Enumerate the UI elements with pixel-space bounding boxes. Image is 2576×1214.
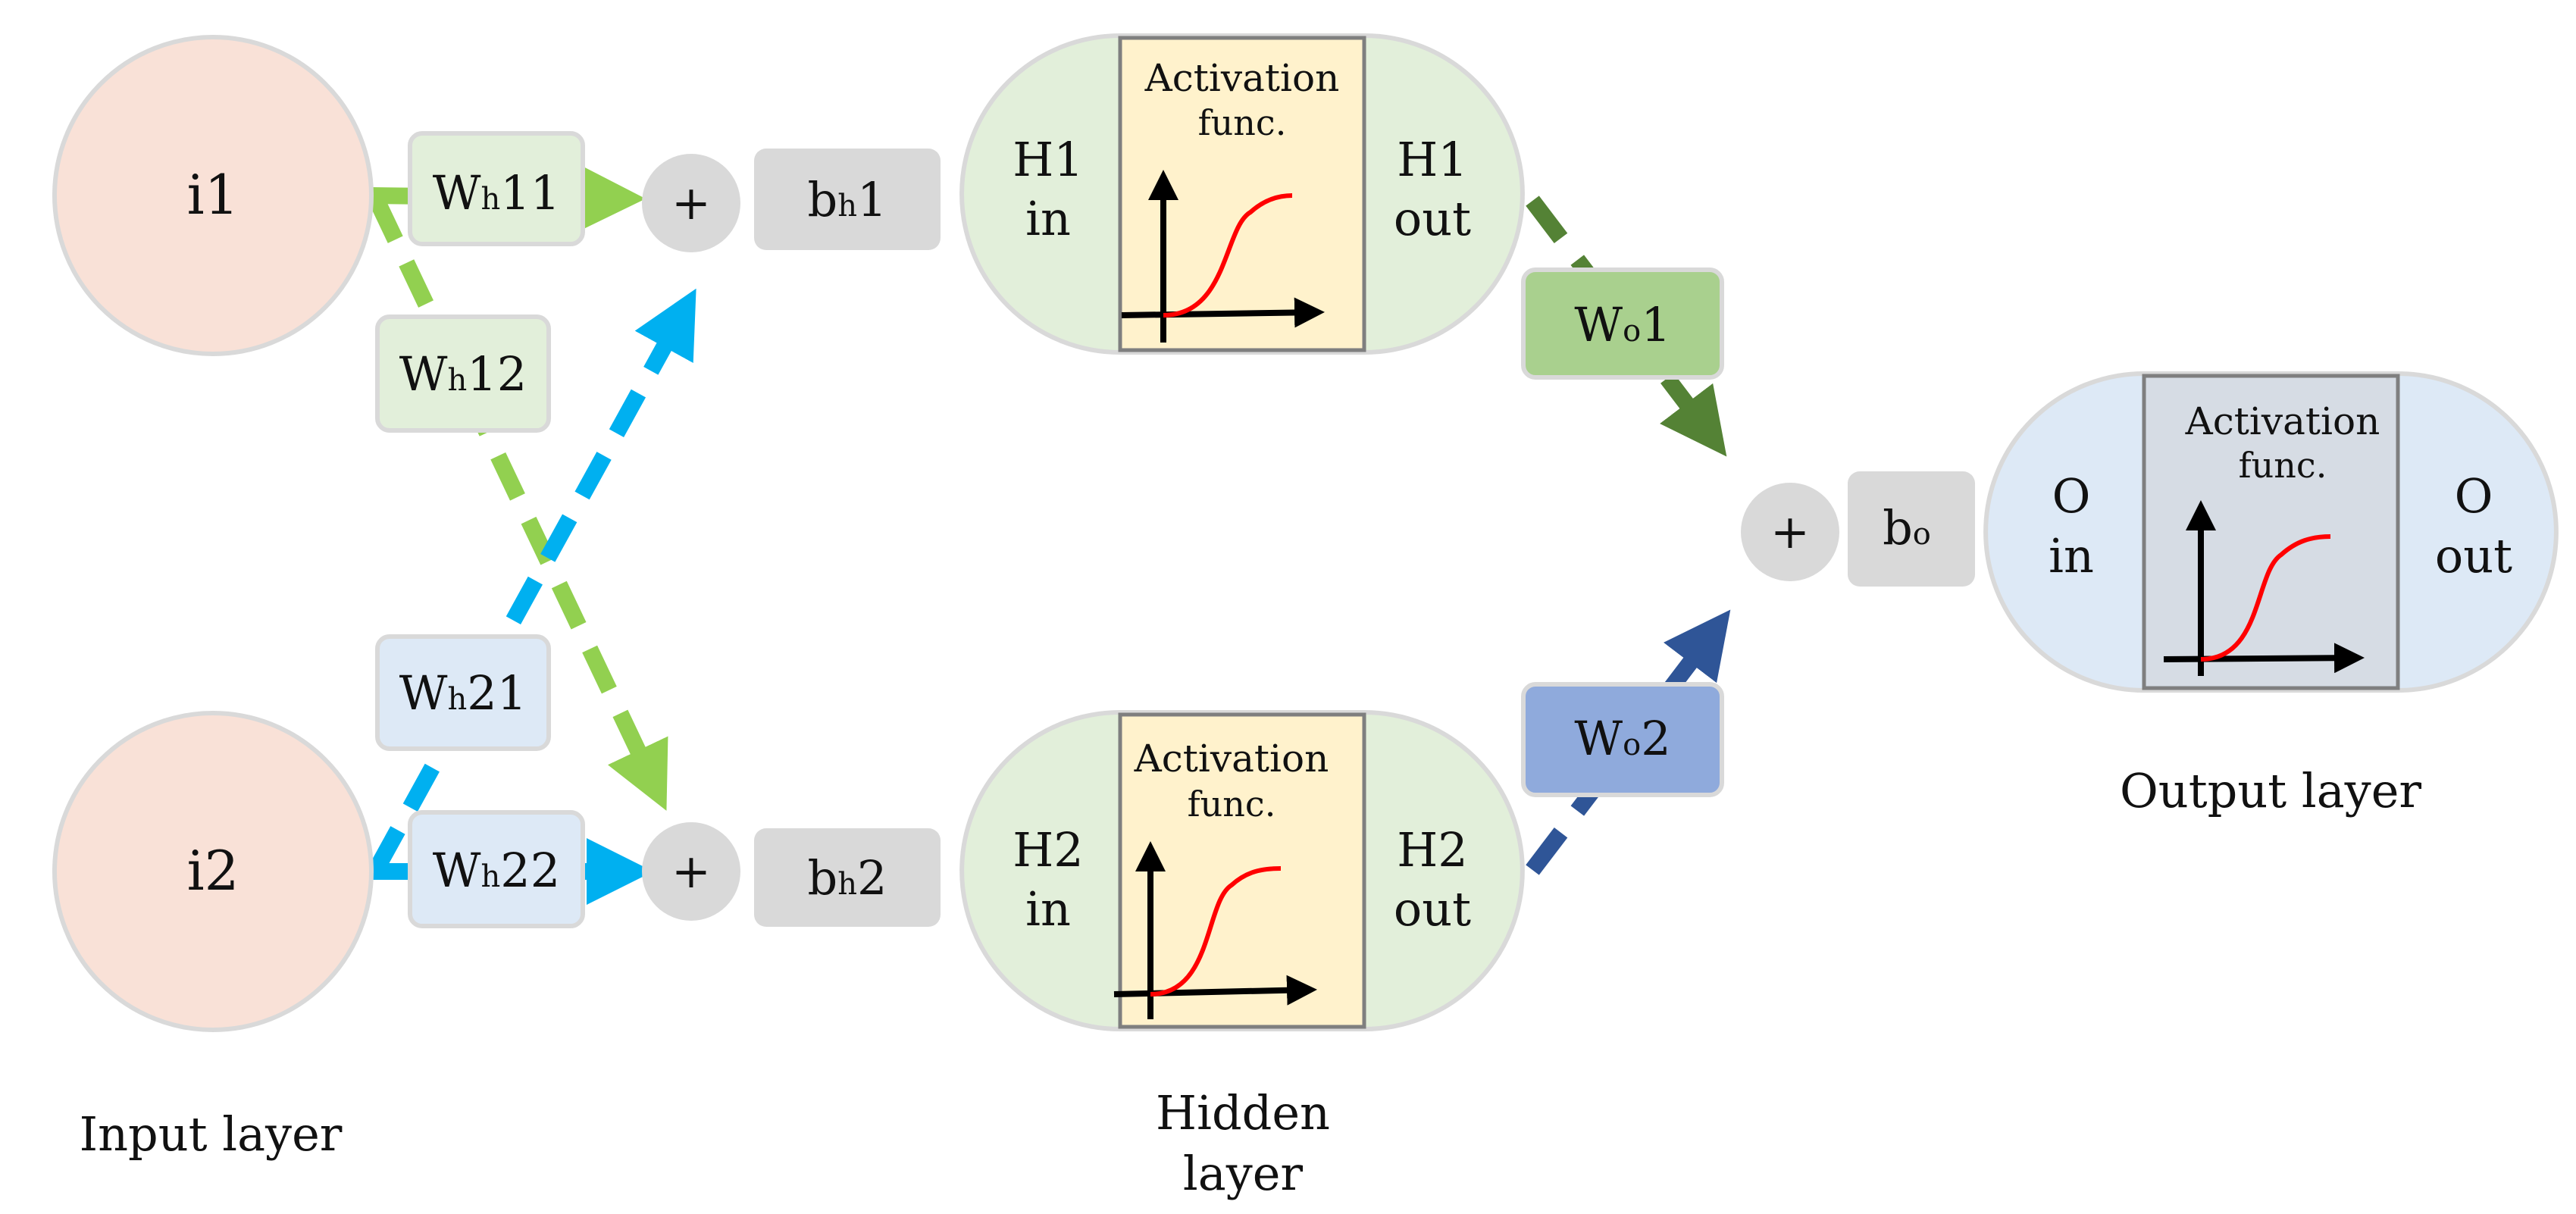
h2-activation-graph [1113,841,1317,1019]
hidden-layer-label-line1: Hidden [1156,1085,1330,1140]
bias-bh1: bh1 [754,149,941,250]
output-out-line2: out [2435,528,2512,584]
weight-wh11-sub: h [481,182,501,217]
h2-sigmoid-curve [1150,866,1282,997]
output-act-line1: Activation [2185,399,2380,443]
svg-text:Wo2: Wo2 [1574,711,1670,766]
h2-act-line2: func. [1188,784,1276,824]
weight-wh22-sub: h [481,859,501,894]
bias-bh2-tail: 2 [857,850,887,906]
bias-bh2: bh2 [754,828,941,927]
output-layer-label: Output layer [2120,763,2421,818]
svg-text:Wh12: Wh12 [399,346,527,402]
output-sigmoid-curve [2200,534,2331,662]
weight-wh22: Wh22 [408,810,585,928]
svg-text:bh1: bh1 [808,172,887,227]
sum-node-h1: + [642,154,740,252]
weight-wo2-tail: 2 [1641,711,1670,766]
input-layer-label: Input layer [80,1106,343,1162]
output-act-line2: func. [2239,445,2327,486]
weight-wo1-base: W [1574,297,1623,352]
h1-activation-graph [1121,170,1325,343]
svg-text:Wh11: Wh11 [433,165,560,221]
weight-wh12: Wh12 [375,314,551,433]
weight-wh11-tail: 11 [500,165,560,221]
weight-wh11-base: W [433,165,481,221]
h2-in-line1: H2 [1013,822,1084,878]
weight-wh22-base: W [433,843,481,898]
sum-symbol-output: + [1770,504,1810,559]
sum-symbol-h1: + [671,175,711,230]
output-neuron: O in Activation func. O out [1983,371,2559,693]
input-label-i1: i1 [187,163,239,227]
weight-wh21-sub: h [448,682,468,717]
weight-wh11: Wh11 [408,131,585,246]
bias-bh1-sub: h [837,189,857,224]
sum-symbol-h2: + [671,843,711,899]
output-in-line2: in [2049,528,2094,584]
output-out-line1: O [2455,468,2493,524]
h1-graph-x-axis [1121,297,1325,328]
bias-bo: bo [1848,471,1975,587]
h1-sigmoid-curve [1163,193,1293,318]
bias-bo-base: b [1883,500,1913,555]
h1-out-line2: out [1394,191,1471,246]
svg-text:bo: bo [1883,500,1931,555]
connection-i1-h2 [368,195,668,811]
weight-wo2-base: W [1574,711,1623,766]
bias-bh2-base: b [808,850,838,906]
weight-wo2-sub: o [1623,727,1641,762]
svg-text:Wo1: Wo1 [1574,297,1670,352]
input-node-i1: i1 [52,35,374,356]
weight-wo1-tail: 1 [1641,297,1670,352]
h2-act-line1: Activation [1134,737,1329,781]
output-in-line1: O [2052,468,2091,524]
h1-in-line1: H1 [1013,132,1084,187]
weight-wh21: Wh21 [375,634,551,751]
bias-bh2-sub: h [837,867,857,902]
h1-act-line1: Activation [1144,56,1340,100]
svg-text:bh2: bh2 [808,850,887,906]
sum-node-output: + [1741,483,1839,581]
svg-text:Wh21: Wh21 [399,665,527,721]
h1-act-line2: func. [1198,102,1287,143]
weight-wh21-base: W [399,665,448,721]
weight-wh12-tail: 12 [467,346,527,402]
hidden-layer-label-line2: layer [1183,1146,1304,1201]
bias-bh1-base: b [808,172,838,227]
hidden-neuron-h2: H2 in Activation func. H2 out [959,710,1525,1031]
connection-i2-h1 [368,288,696,875]
weight-wo2: Wo2 [1521,682,1724,797]
svg-text:Wh22: Wh22 [433,843,560,898]
output-activation-graph [2163,500,2365,676]
h2-graph-x-axis [1113,975,1317,1006]
input-node-i2: i2 [52,711,374,1032]
weight-wh22-tail: 22 [500,843,560,898]
output-graph-x-axis [2163,643,2365,674]
h2-in-line2: in [1025,881,1071,937]
h2-out-line1: H2 [1397,822,1468,878]
weight-wh12-sub: h [448,363,468,398]
h1-in-line2: in [1025,191,1071,246]
h1-out-line1: H1 [1397,132,1468,187]
bias-bo-sub: o [1913,517,1931,552]
sum-node-h2: + [642,822,740,921]
input-label-i2: i2 [187,839,239,903]
weight-wo1: Wo1 [1521,268,1724,380]
weight-wh12-base: W [399,346,448,402]
weight-wo1-sub: o [1623,314,1641,349]
h2-out-line2: out [1394,881,1471,937]
weight-wh21-tail: 21 [467,665,527,721]
bias-bh1-tail: 1 [857,172,887,227]
hidden-neuron-h1: H1 in Activation func. H1 out [959,33,1525,355]
